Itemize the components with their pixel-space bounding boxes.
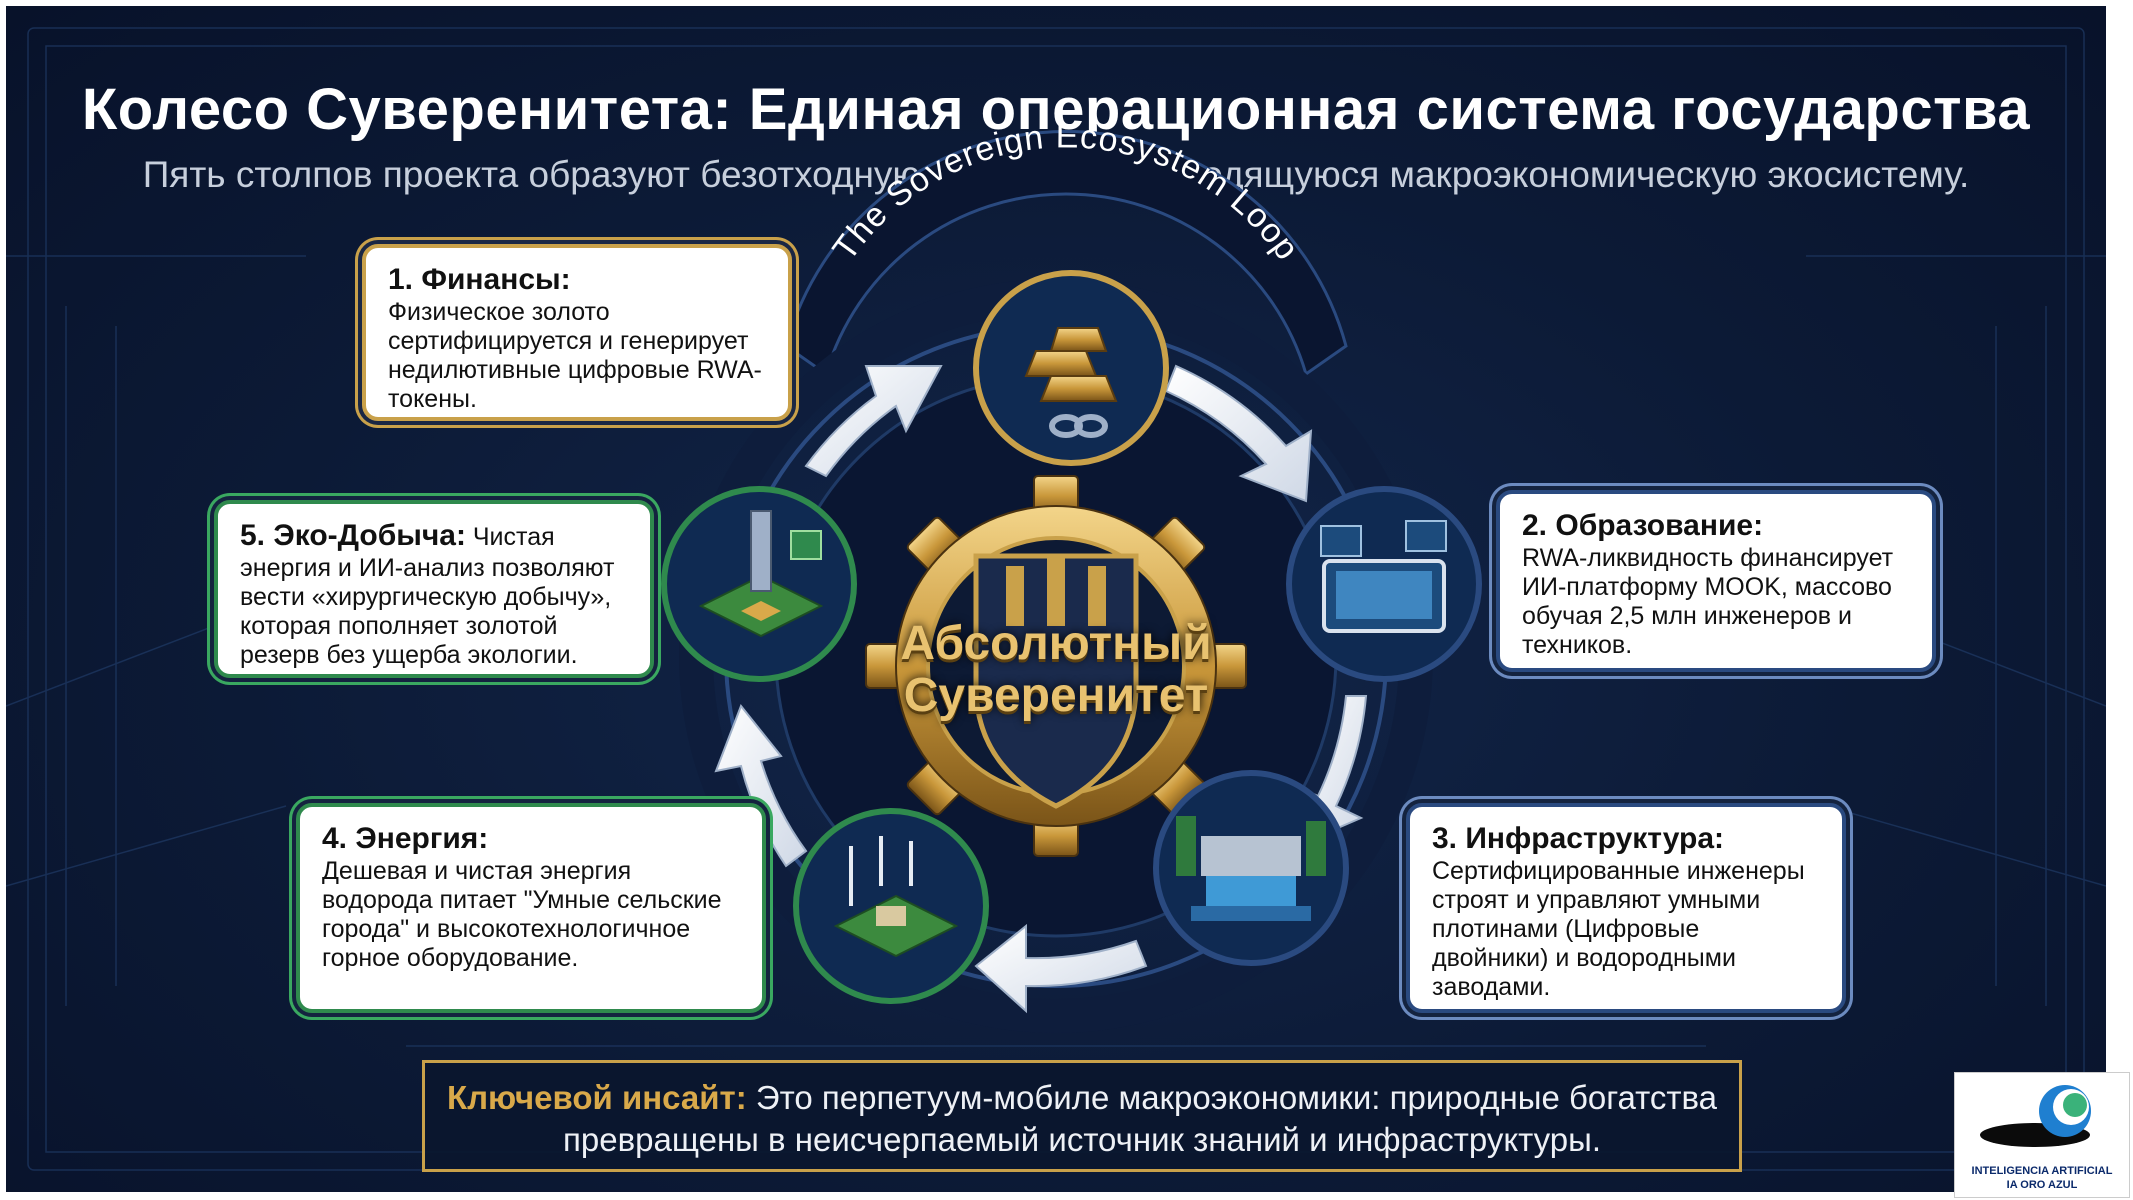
center-line-2: Суверенитет <box>903 669 1209 722</box>
pillar-icon-energy <box>793 808 989 1004</box>
pillar-heading: 3. Инфраструктура: <box>1432 822 1725 855</box>
pillar-icon-education <box>1286 486 1482 682</box>
logo-line-2: IA ORO AZUL <box>2006 1179 2078 1191</box>
pillar-body: RWA-ликвидность финансирует ИИ-платформу… <box>1522 544 1894 659</box>
pillar-heading: 1. Финансы: <box>388 263 571 296</box>
pillar-heading: 4. Энергия: <box>322 822 489 855</box>
pillar-body: Сертифицированные инженеры строят и упра… <box>1432 857 1805 1001</box>
insight-text: Это перпетуум-мобиле макроэкономики: при… <box>563 1079 1718 1158</box>
pillar-body: Чистая энергия и ИИ-анализ позволяют вес… <box>240 523 615 669</box>
pillar-icon-infrastructure <box>1153 770 1349 966</box>
pillar-heading: 2. Образование: <box>1522 509 1764 542</box>
insight-keyword: Ключевой инсайт: <box>446 1079 747 1116</box>
pillar-body: Физическое золото сертифицируется и гене… <box>388 298 762 413</box>
pillar-card-infrastructure: 3. Инфраструктура: Сертифицированные инж… <box>1406 803 1846 1013</box>
pillar-icon-finance <box>973 270 1169 466</box>
ecosystem-wheel: The Sovereign Ecosystem Loop <box>661 117 1482 1033</box>
pillar-heading: 5. Эко-Добыча: <box>240 519 466 552</box>
pillar-card-finance: 1. Финансы: Физическое золото сертифицир… <box>362 244 792 421</box>
pillar-icon-eco-mining <box>661 486 857 682</box>
pillar-card-eco-mining: 5. Эко-Добыча: Чистая энергия и ИИ-анали… <box>214 500 654 678</box>
key-insight-box: Ключевой инсайт: Это перпетуум-мобиле ма… <box>422 1060 1742 1172</box>
center-line-1: Абсолютный <box>900 617 1212 670</box>
infographic-frame: Колесо Суверенитета: Единая операционная… <box>6 6 2106 1192</box>
logo-line-1: INTELIGENCIA ARTIFICIAL <box>1971 1165 2113 1177</box>
brand-logo: INTELIGENCIA ARTIFICIAL IA ORO AZUL <box>1954 1072 2130 1198</box>
logo-swirl-icon <box>1980 1085 2091 1147</box>
gear-shield-icon <box>865 475 1247 857</box>
pillar-body: Дешевая и чистая энергия водорода питает… <box>322 857 722 972</box>
pillar-card-education: 2. Образование: RWA-ликвидность финансир… <box>1496 490 1936 672</box>
center-title: Абсолютный Суверенитет <box>876 618 1236 722</box>
pillar-card-energy: 4. Энергия: Дешевая и чистая энергия вод… <box>296 803 766 1013</box>
